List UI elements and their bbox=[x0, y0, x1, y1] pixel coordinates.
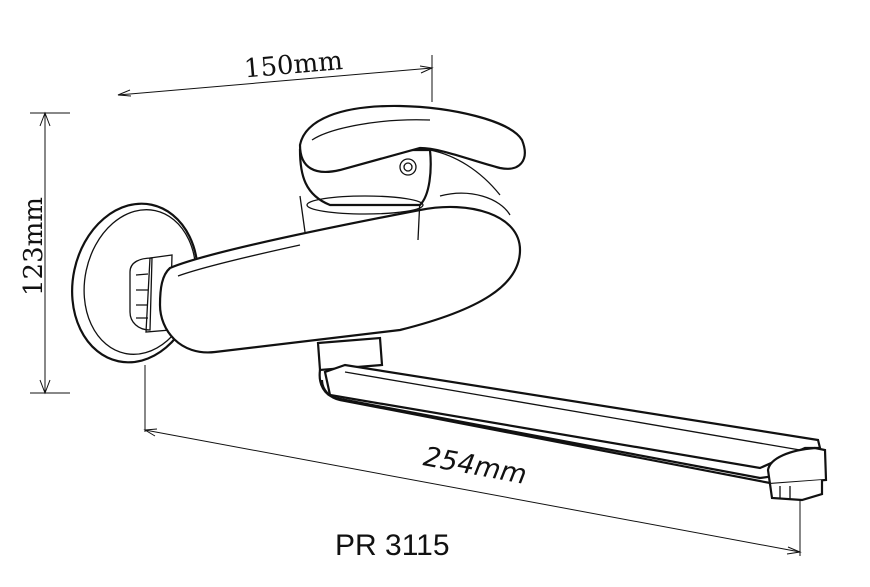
faucet-body bbox=[158, 192, 522, 354]
lever-handle bbox=[298, 104, 526, 176]
dimension-left: 123mm bbox=[19, 111, 70, 395]
dim-bottom-label: 254mm bbox=[421, 441, 529, 490]
dim-top-label: 150mm bbox=[243, 46, 344, 85]
dimension-top: 150mm bbox=[117, 46, 434, 102]
dim-left-label: 123mm bbox=[19, 197, 49, 296]
spout bbox=[316, 336, 828, 502]
model-label: PR 3115 bbox=[335, 529, 450, 562]
